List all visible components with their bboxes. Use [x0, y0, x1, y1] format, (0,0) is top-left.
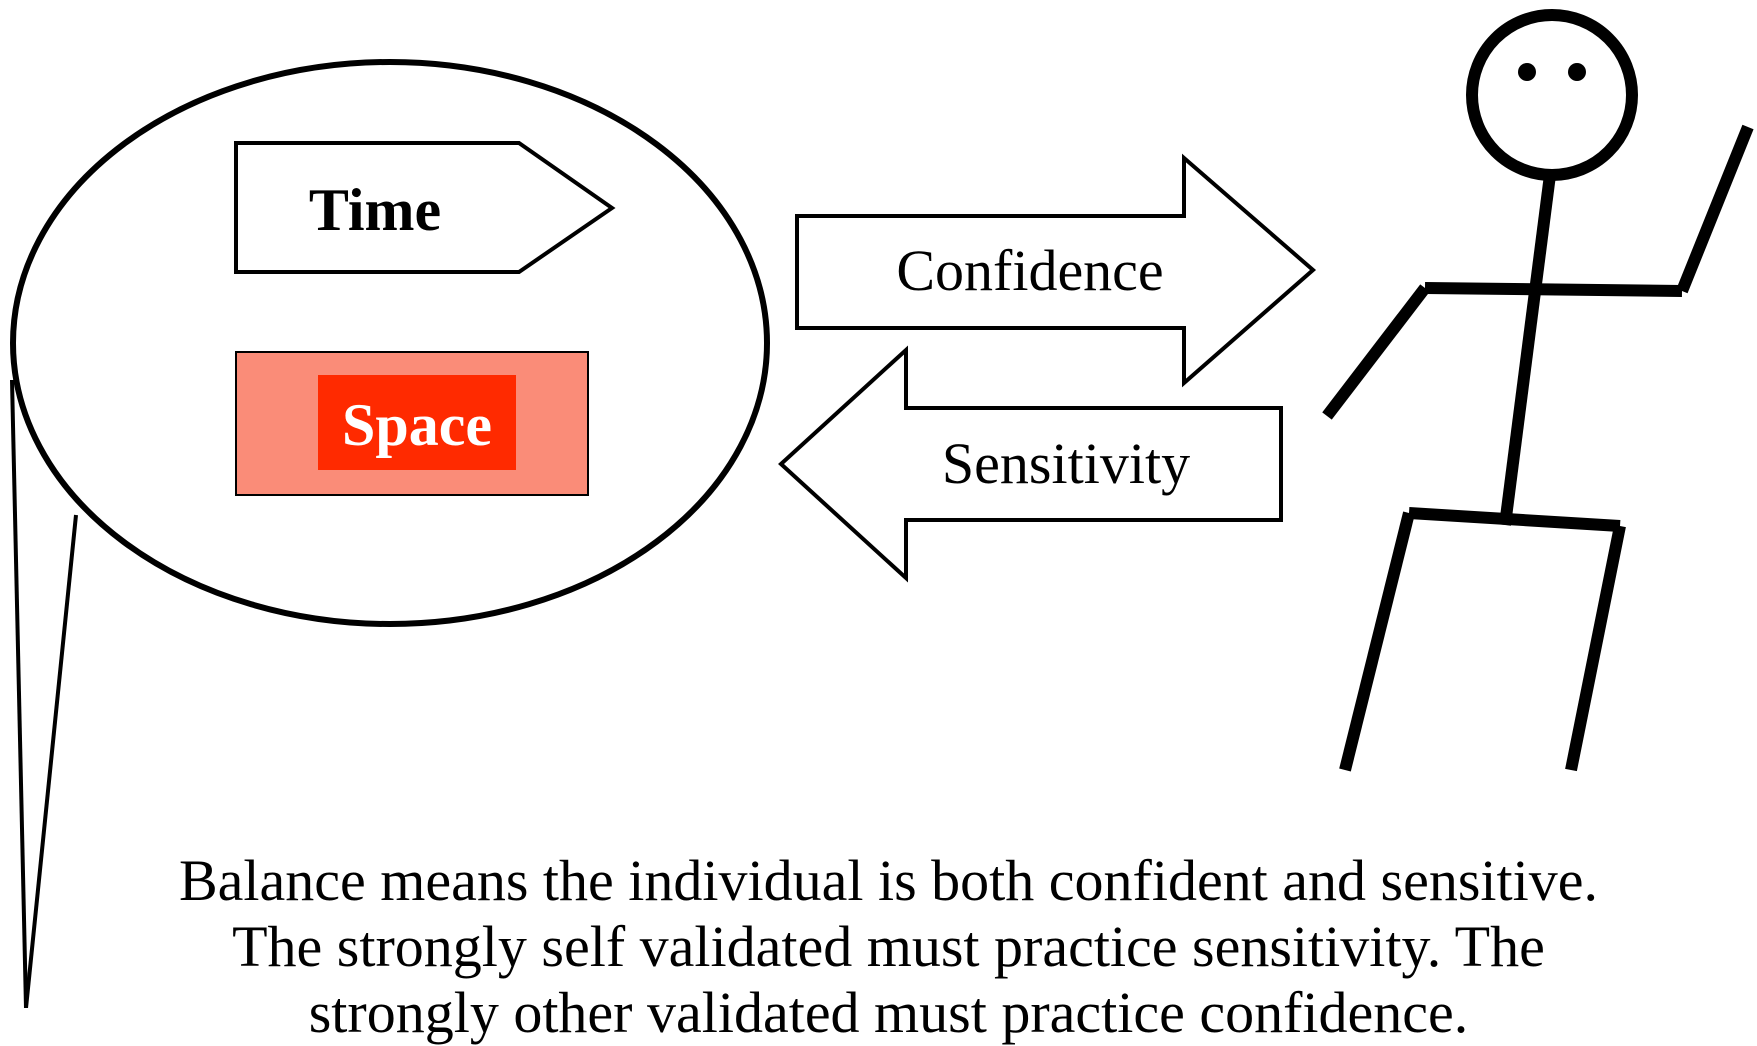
bubble-tail-right [24, 514, 78, 1008]
sensitivity-arrow [778, 345, 1283, 583]
time-tag-shape [234, 141, 616, 274]
stick-figure-body [1499, 174, 1556, 526]
stick-figure-left-eye [1518, 63, 1536, 81]
stick-figure-left-arm [1322, 284, 1430, 420]
caption: Balance means the individual is both con… [0, 848, 1757, 1046]
time-label: Time [309, 177, 441, 243]
confidence-label: Confidence [896, 238, 1163, 303]
sensitivity-label: Sensitivity [942, 431, 1190, 496]
caption-line-3: strongly other validated must practice c… [308, 980, 1469, 1045]
caption-line-2: The strongly self validated must practic… [232, 914, 1545, 979]
stick-figure-head [1466, 9, 1638, 181]
stick-figure-right-eye [1568, 63, 1586, 81]
stick-figure-shoulders [1424, 282, 1683, 297]
bubble-tail-left [10, 379, 28, 1008]
stick-figure-left-leg [1339, 511, 1415, 772]
stick-figure-right-arm [1676, 124, 1754, 294]
space-label-background [318, 375, 516, 470]
stick-figure [1322, 9, 1754, 772]
stick-figure-hips [1408, 507, 1621, 532]
caption-line-1: Balance means the individual is both con… [178, 848, 1599, 913]
confidence-arrow [795, 153, 1317, 388]
balance-diagram: Time Space Confidence Sensitivity [10, 9, 1754, 1008]
space-label: Space [342, 392, 492, 458]
stick-figure-right-leg [1565, 524, 1626, 772]
